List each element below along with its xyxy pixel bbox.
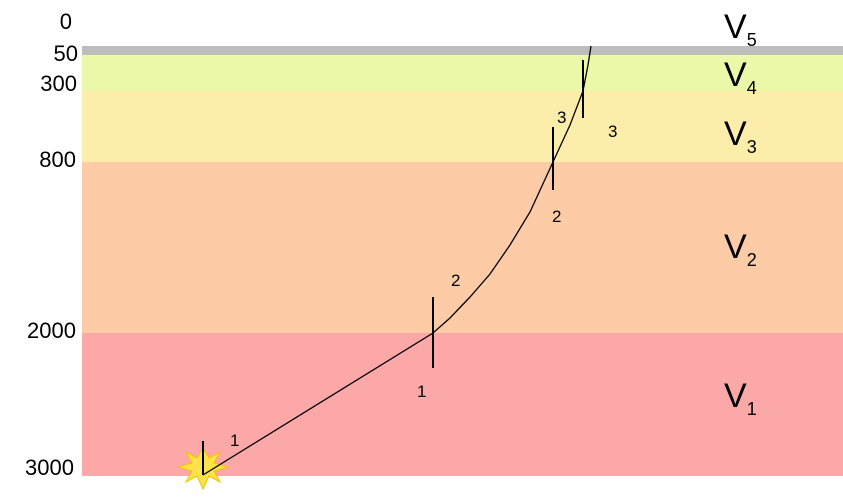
velocity-label-v1: V1 — [724, 377, 757, 419]
segment-label-1b: 1 — [417, 382, 427, 401]
layer-v4 — [82, 55, 843, 91]
depth-label-300: 300 — [40, 71, 77, 96]
layer-v3 — [82, 91, 843, 162]
depth-label-800: 800 — [39, 147, 76, 172]
depth-label-3000: 3000 — [25, 455, 74, 480]
segment-label-3a: 3 — [557, 108, 567, 127]
velocity-label-v3: V3 — [724, 115, 757, 157]
segment-label-1a: 1 — [230, 431, 240, 450]
velocity-label-v5: V5 — [724, 8, 757, 50]
layer-v5 — [82, 46, 843, 55]
depth-label-50: 50 — [53, 41, 78, 66]
depth-label-2000: 2000 — [27, 318, 76, 343]
segment-label-3b: 3 — [608, 122, 618, 141]
ray-path — [202, 45, 592, 476]
segment-label-2b: 2 — [552, 207, 562, 226]
velocity-label-v2: V2 — [724, 228, 757, 270]
depth-label-0: 0 — [59, 9, 72, 34]
velocity-label-v4: V4 — [724, 56, 757, 98]
segment-label-2a: 2 — [451, 271, 461, 290]
layer-v1 — [82, 333, 843, 476]
